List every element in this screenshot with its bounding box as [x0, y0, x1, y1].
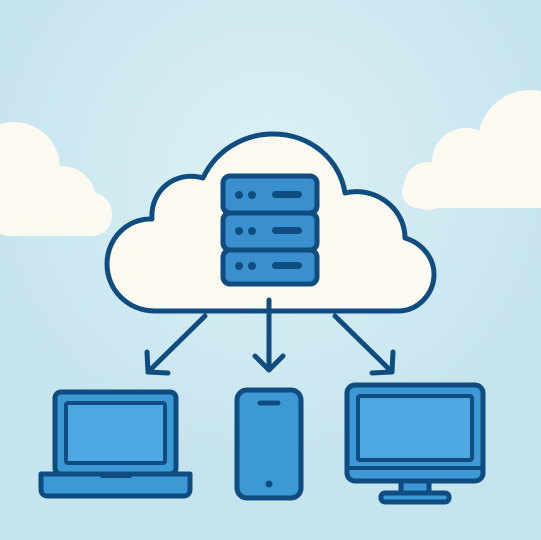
server-unit-bottom: [220, 247, 320, 287]
server-led-icon: [248, 191, 256, 199]
arrow-down-right-icon: [332, 313, 396, 376]
background-cloud-right-icon: [402, 90, 541, 210]
arrow-down-icon: [252, 297, 286, 373]
phone-body: [234, 387, 304, 501]
server-led-icon: [248, 262, 256, 270]
server-slot-icon: [272, 262, 302, 269]
server-led-icon: [235, 262, 243, 270]
laptop-icon: [38, 389, 193, 499]
server-led-icon: [235, 227, 243, 235]
smartphone-icon: [234, 387, 304, 501]
laptop-base: [38, 471, 193, 499]
arrow-down-left-icon: [144, 313, 208, 376]
server-led-icon: [235, 191, 243, 199]
phone-home-button: [265, 480, 273, 488]
laptop-screen: [64, 401, 167, 465]
server-rack-icon: [220, 173, 320, 287]
monitor-screen: [356, 394, 474, 462]
background-cloud-left-icon: [0, 122, 112, 236]
desktop-monitor-icon: [344, 382, 486, 505]
monitor-stand: [378, 490, 452, 505]
server-led-icon: [248, 227, 256, 235]
server-slot-icon: [272, 227, 302, 234]
server-slot-icon: [272, 191, 302, 198]
